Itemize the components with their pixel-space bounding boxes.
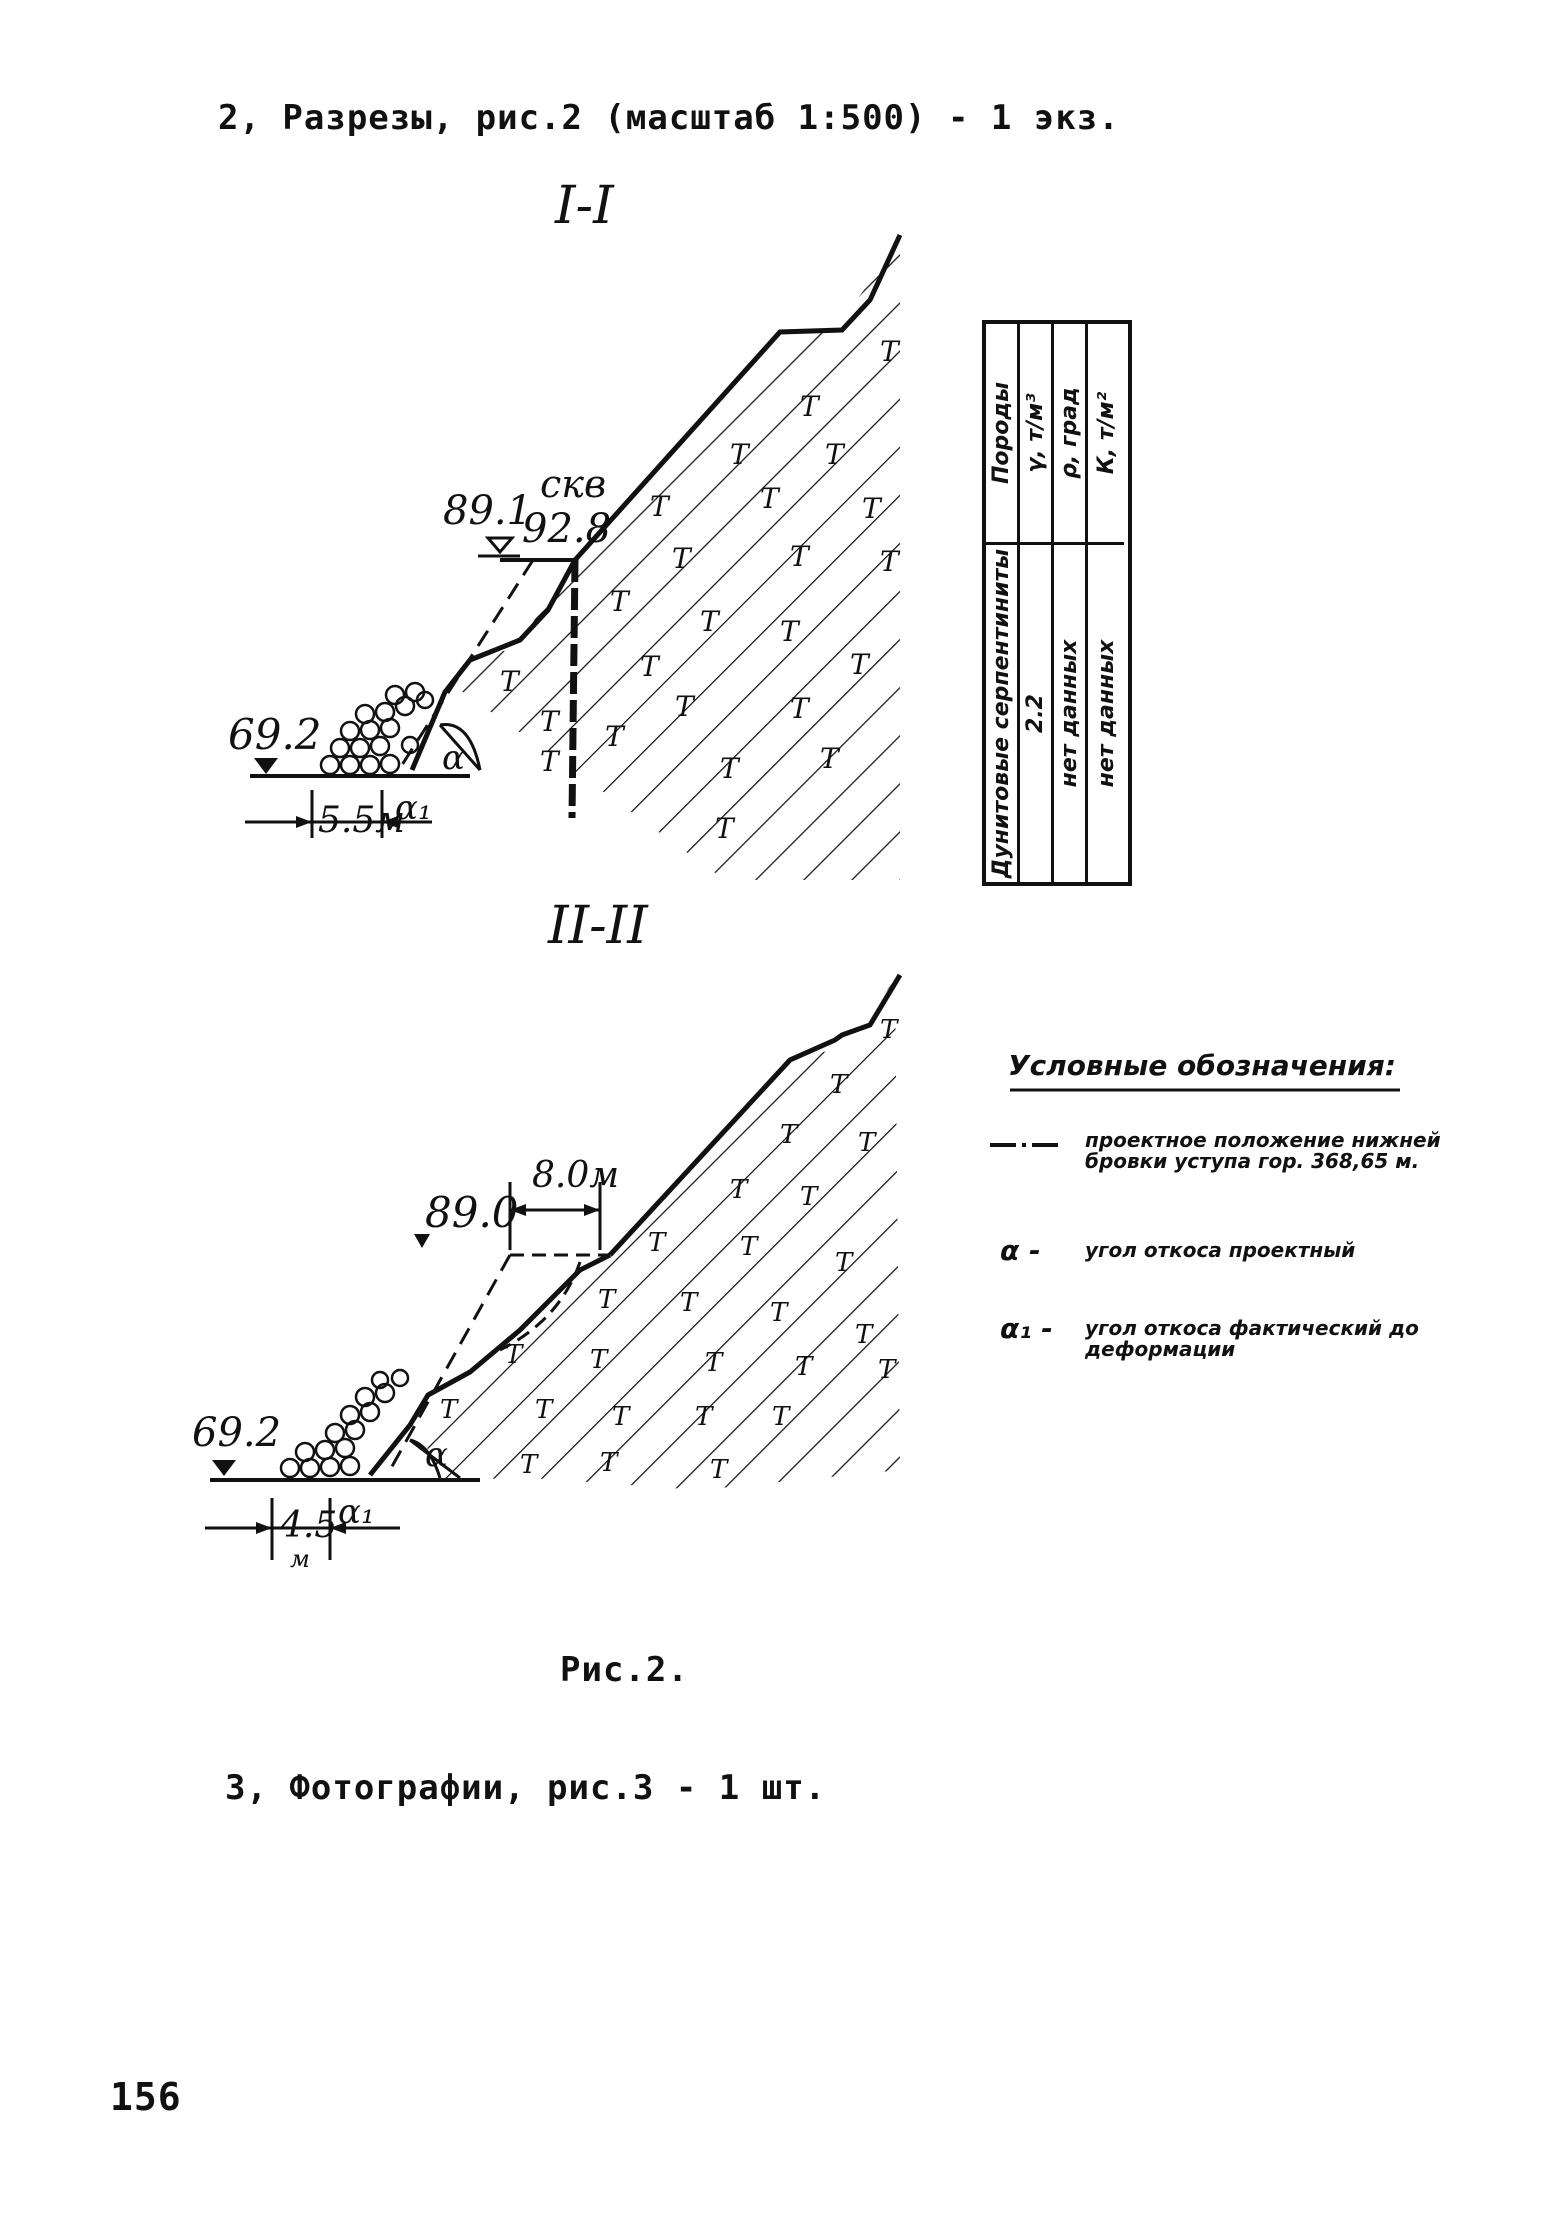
section-2-bench-width: 8.0м (532, 1155, 620, 1196)
borehole-line (568, 559, 579, 819)
section-1-width: 5.5м (318, 800, 406, 841)
section-1-top-elevation: 89.1 (443, 488, 533, 534)
section-2-bottom-elevation: 69.2 (192, 1410, 282, 1456)
section-1-alpha: α (442, 738, 465, 778)
legend-item-alpha1: угол откоса фактический до деформации (1085, 1316, 1419, 1361)
rock-properties-table: Дунитовые серпентиниты Породы 2.2 γ, т/м… (982, 320, 1132, 886)
table-header-density: γ, т/м³ (1020, 324, 1054, 542)
section-1-bottom-elevation: 69.2 (228, 710, 322, 759)
table-header-angle: ρ, град (1054, 324, 1088, 542)
legend-item-alpha: угол откоса проектный (1085, 1238, 1356, 1262)
table-value-angle: нет данных (1054, 542, 1088, 882)
table-header-cohesion: К, т/м² (1093, 391, 1119, 475)
section-1-slope-profile (573, 233, 903, 562)
legend-item-design-edge: проектное положение нижней бровки уступа… (1085, 1128, 1441, 1173)
section-2-width-unit: м (290, 1545, 310, 1573)
section-heading-photos: 3, Фотографии, рис.3 - 1 шт. (225, 1768, 827, 1808)
section-1-drawing (245, 233, 903, 880)
section-2-title: II-II (548, 896, 648, 956)
table-header-rock: Дунитовые серпентиниты (986, 542, 1020, 882)
section-2-alpha1: α₁ (338, 1492, 375, 1532)
section-heading-cuts: 2, Разрезы, рис.2 (масштаб 1:500) - 1 эк… (218, 98, 1120, 138)
section-2-rubble (279, 1368, 410, 1479)
section-2-top-elevation: 89.0 (425, 1188, 519, 1237)
figure-caption: Рис.2. (560, 1650, 689, 1690)
section-1-title: I-I (555, 176, 614, 236)
legend-symbol-alpha1: α₁ - (1000, 1312, 1053, 1345)
legend-symbol-alpha: α - (1000, 1234, 1041, 1267)
borehole-elevation: 92.8 (522, 506, 612, 552)
section-1-rubble (319, 681, 435, 776)
section-2-rock-mass (425, 980, 900, 1490)
page-number: 156 (110, 2075, 182, 2119)
section-2-slope-profile (608, 973, 903, 1257)
section-1-alpha1: α₁ (395, 788, 432, 828)
section-2-alpha: α (425, 1435, 448, 1475)
table-header-rock-col: Породы (986, 324, 1020, 542)
section-2-drawing (205, 973, 903, 1560)
borehole-label: скв (540, 462, 607, 506)
table-value-cohesion: нет данных (1088, 542, 1124, 882)
legend-title: Условные обозначения: (1008, 1049, 1396, 1082)
section-2-width-value: 4.5 (280, 1505, 338, 1546)
table-value-density: 2.2 (1020, 542, 1054, 882)
